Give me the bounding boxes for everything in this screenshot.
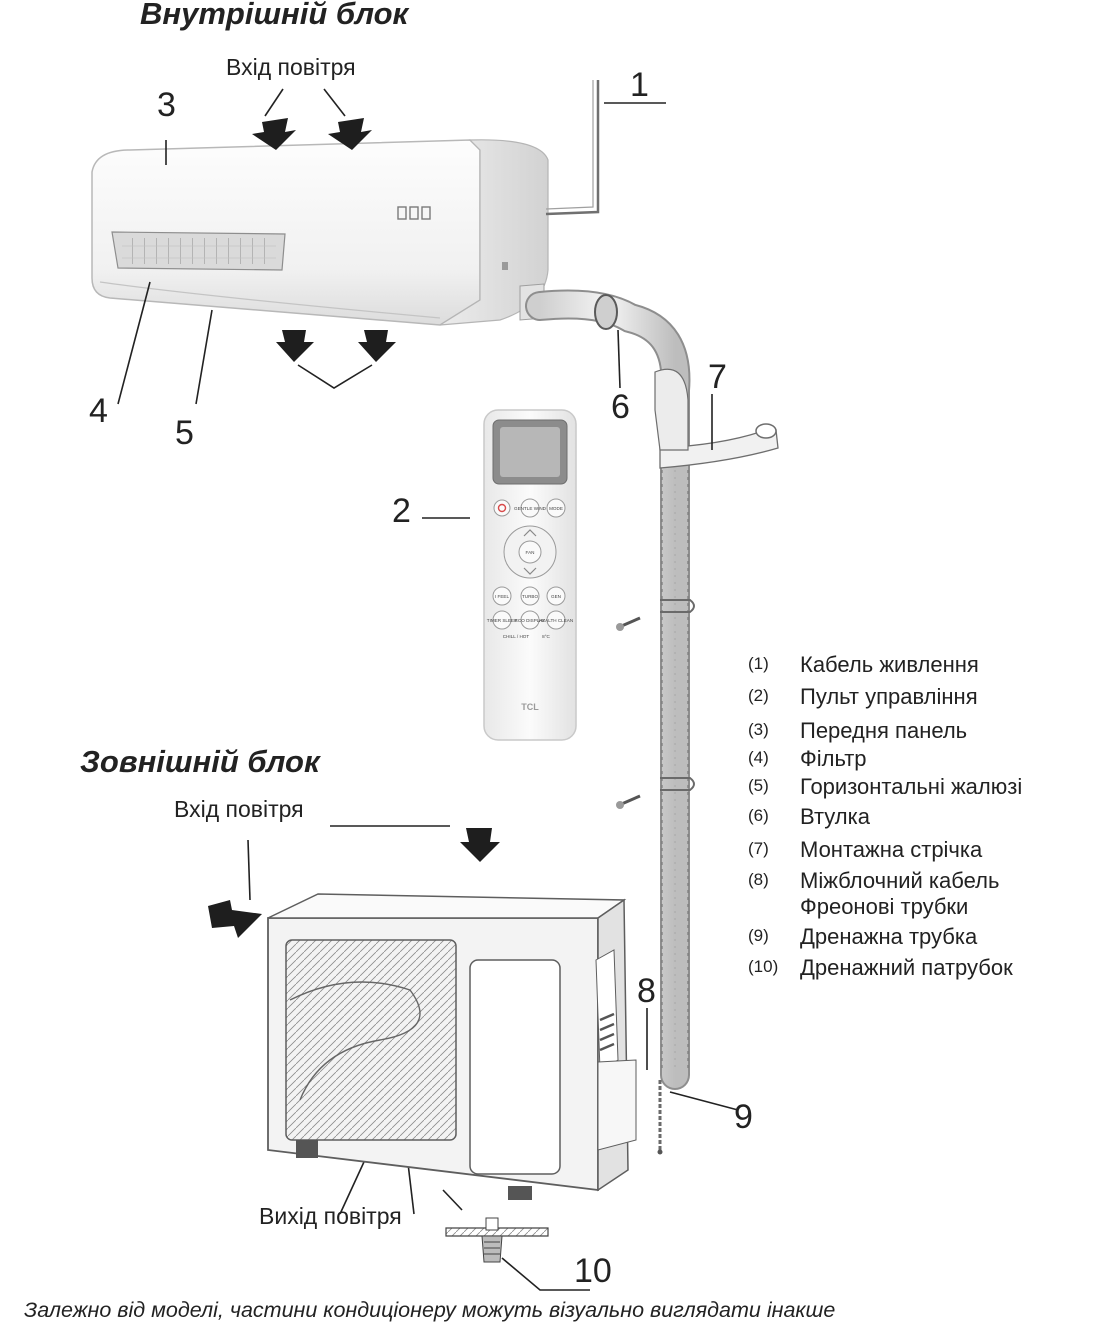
legend-item: (4) Фільтр <box>748 746 867 771</box>
legend-item: (10) Дренажний патрубок <box>748 955 1013 980</box>
callout-10: 10 <box>574 1252 612 1290</box>
legend-item: (5) Горизонтальні жалюзі <box>748 774 1023 799</box>
svg-text:GEN: GEN <box>551 594 561 599</box>
callout-2: 2 <box>392 492 411 530</box>
mounting-tape <box>654 368 779 469</box>
legend-item: (9) Дренажна трубка <box>748 924 978 949</box>
callout-9: 9 <box>734 1098 753 1136</box>
legend-item: (7) Монтажна стрічка <box>748 837 983 862</box>
power-button <box>493 499 511 517</box>
callout-7: 7 <box>708 358 727 396</box>
svg-text:I FEEL: I FEEL <box>495 594 509 599</box>
power-cable <box>545 80 600 216</box>
svg-text:GENTLE WIND: GENTLE WIND <box>514 506 547 511</box>
arrow-down-icon <box>276 330 314 362</box>
filter-opening <box>111 231 286 271</box>
arrow-down-icon <box>328 118 372 150</box>
arrow-right-icon <box>208 900 262 938</box>
outdoor-grille <box>285 939 457 1141</box>
arrow-down-icon <box>358 330 396 362</box>
callout-3: 3 <box>157 86 176 124</box>
outdoor-side-panel <box>469 959 561 1175</box>
footnote: Залежно від моделі, частини кондиціонеру… <box>24 1298 836 1322</box>
gentle-wind-button <box>520 498 540 518</box>
svg-text:TIMER SLEEP: TIMER SLEEP <box>487 618 517 623</box>
power-icon <box>497 503 507 513</box>
pipe-bundle <box>525 289 691 1090</box>
indoor-air-intake-label: Вхід повітря <box>226 54 356 80</box>
legend-item: (6) Втулка <box>748 804 870 829</box>
callout-5: 5 <box>175 414 194 452</box>
wall-clamps <box>616 599 695 809</box>
callout-8: 8 <box>637 972 656 1010</box>
arrow-down-icon <box>252 118 296 150</box>
legend-item: (3) Передня панель <box>748 718 968 743</box>
indoor-unit-heading: Внутрішній блок <box>140 0 409 31</box>
mode-button <box>546 498 566 518</box>
outdoor-air-intake-label: Вхід повітря <box>174 796 304 822</box>
svg-text:FAN: FAN <box>526 550 535 555</box>
outdoor-unit-heading: Зовнішній блок <box>80 744 320 779</box>
indoor-display <box>397 206 431 220</box>
outdoor-unit <box>267 893 637 1200</box>
legend-item: (1) Кабель живлення <box>748 652 979 677</box>
svg-text:ECO DISPLAY: ECO DISPLAY <box>515 618 545 623</box>
legend-item: (8) Міжблочний кабель Фреонові трубки <box>748 868 1000 919</box>
remote-control: GENTLE WIND MODE FAN I FEEL TURBO GEN TI… <box>483 409 577 741</box>
indoor-unit <box>91 139 549 326</box>
ifeel-button <box>492 586 512 606</box>
arrow-down-icon <box>460 828 500 862</box>
svg-text:CHILL / HOT: CHILL / HOT <box>503 634 530 639</box>
fan-button <box>518 540 542 564</box>
callout-6: 6 <box>611 388 630 426</box>
outdoor-air-outlet-label: Вихід повітря <box>259 1203 402 1229</box>
screw-icon <box>616 616 641 631</box>
timer-button <box>492 610 512 630</box>
svg-text:8°C: 8°C <box>542 634 550 639</box>
svg-text:MODE: MODE <box>549 506 563 511</box>
turbo-button <box>520 586 540 606</box>
svg-text:HEALTH CLEAN: HEALTH CLEAN <box>539 618 573 623</box>
screw-icon <box>616 794 641 809</box>
svg-text:TURBO: TURBO <box>522 594 539 599</box>
remote-brand-logo: TCL <box>521 702 539 712</box>
callout-4: 4 <box>89 392 108 430</box>
legend-item: (2) Пульт управління <box>748 684 978 709</box>
health-button <box>546 610 566 630</box>
drain-elbow <box>445 1217 549 1263</box>
callout-1: 1 <box>630 66 649 104</box>
gen-button <box>546 586 566 606</box>
wall-sleeve <box>594 294 618 330</box>
eco-button <box>520 610 540 630</box>
